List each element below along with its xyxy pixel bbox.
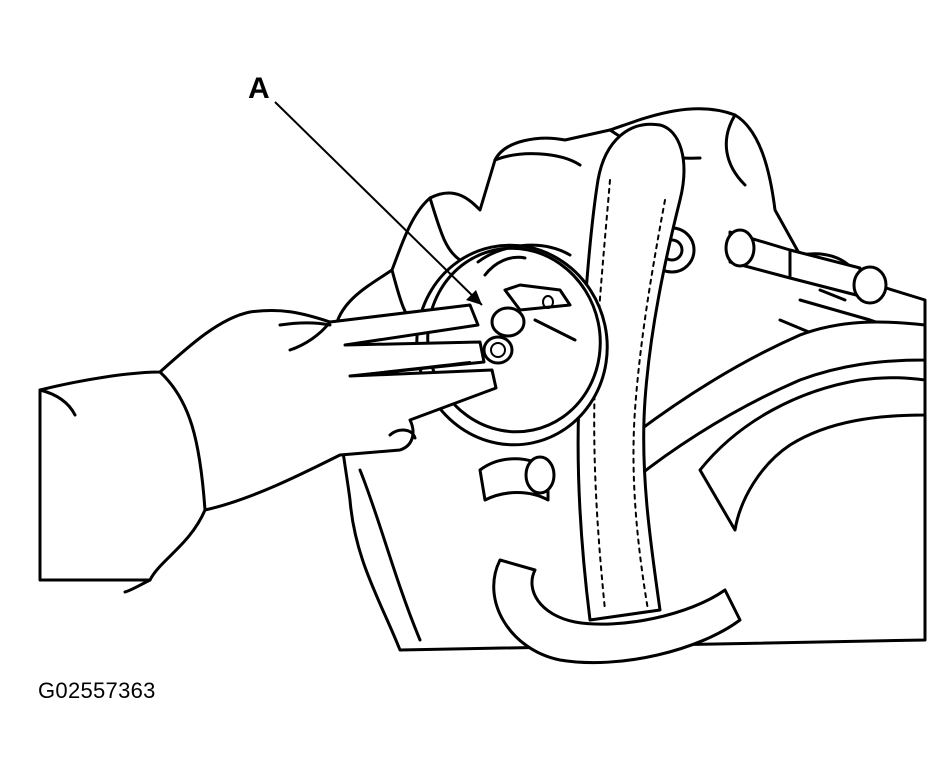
technician-hand <box>38 303 498 594</box>
bypass-port-upper <box>490 306 526 338</box>
bypass-port-lower <box>482 335 514 365</box>
figure-id: G02557363 <box>38 678 156 703</box>
callout-arrowhead <box>466 290 482 305</box>
callout-label-a: A <box>248 72 270 105</box>
callout-leader-a <box>274 101 483 306</box>
coolant-hoses <box>478 320 927 665</box>
